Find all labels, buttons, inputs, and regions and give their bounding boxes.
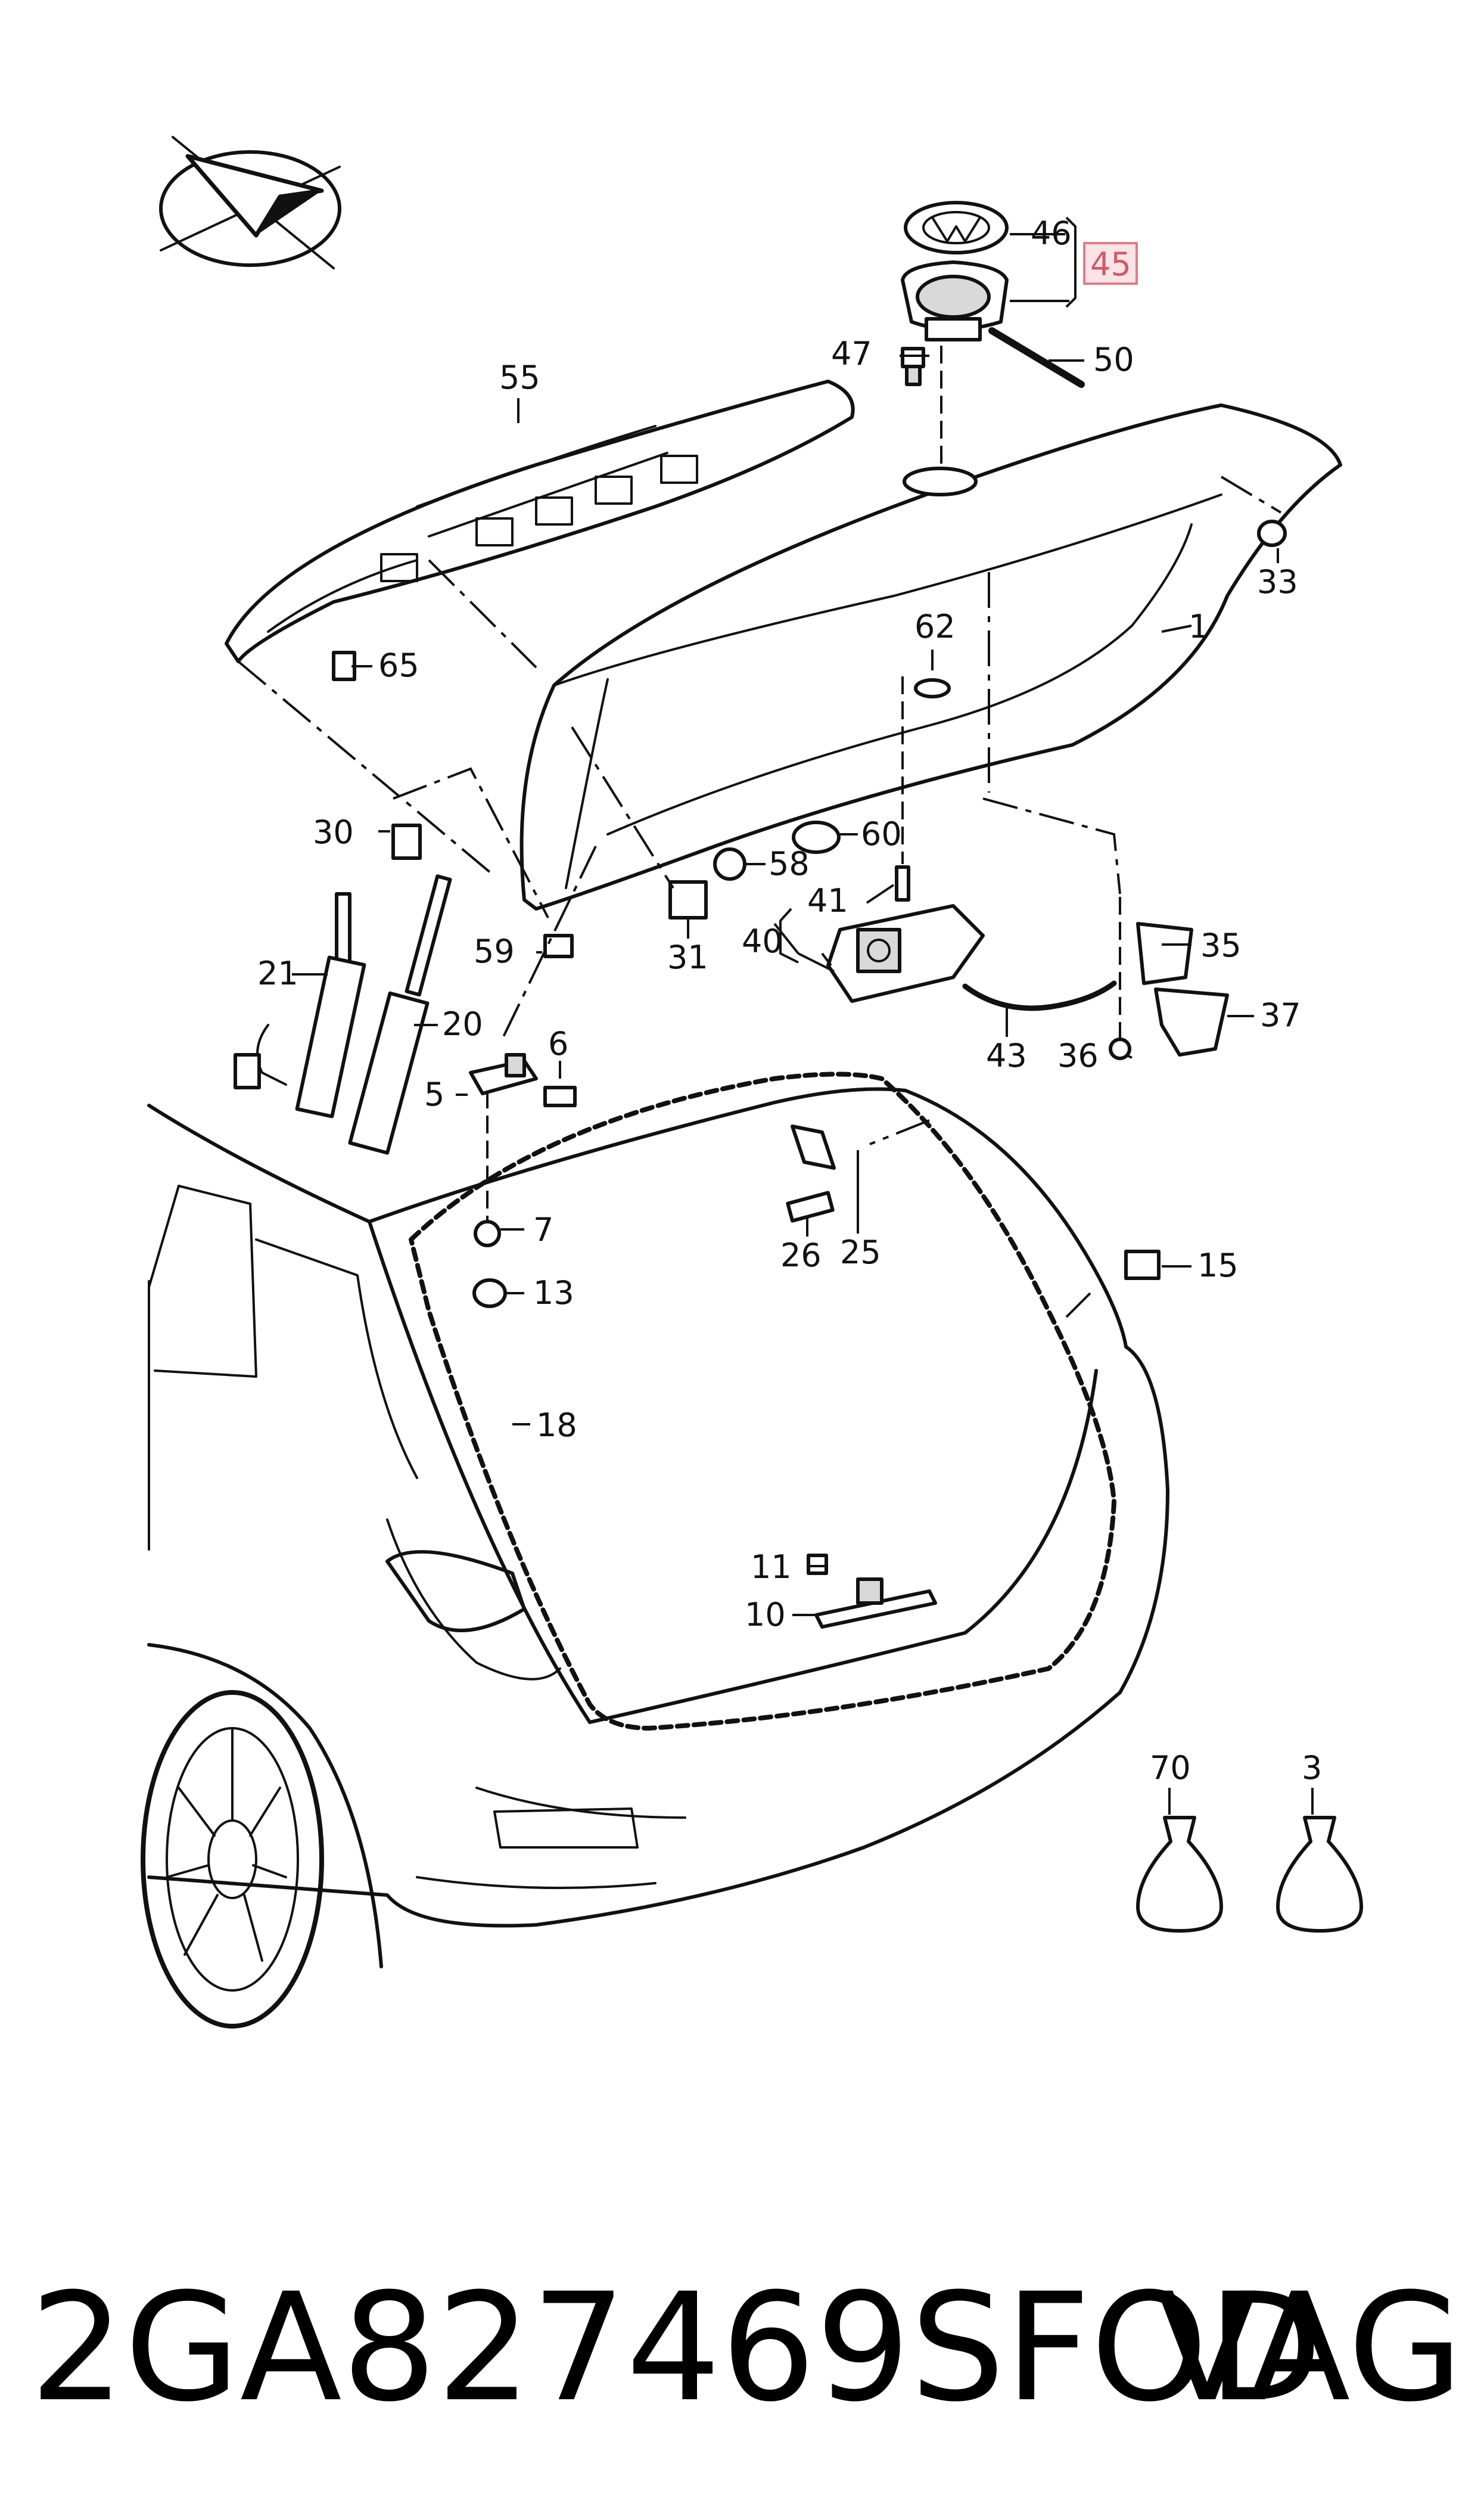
callout-31: 31 xyxy=(667,939,708,976)
bolt-6 xyxy=(543,1086,577,1107)
callout-5: 5 xyxy=(424,1076,444,1113)
callout-20: 20 xyxy=(442,1005,483,1043)
callout-60: 60 xyxy=(861,815,902,853)
cap-13 xyxy=(472,1278,507,1308)
callout-45[interactable]: 45 xyxy=(1090,246,1131,283)
paint-bottle-3 xyxy=(1276,1816,1363,1933)
callout-58: 58 xyxy=(769,845,810,883)
striker-10 xyxy=(814,1577,937,1629)
callout-35: 35 xyxy=(1200,927,1242,964)
grommet-62 xyxy=(914,678,951,698)
gas-strut-21 xyxy=(234,892,366,1119)
latch-35 xyxy=(1136,922,1193,985)
cap-33 xyxy=(1257,520,1287,547)
callout-41: 41 xyxy=(807,882,848,920)
callout-47: 47 xyxy=(831,335,872,372)
hinge-5 xyxy=(469,1053,538,1095)
callout-55: 55 xyxy=(499,359,540,396)
callout-40: 40 xyxy=(742,923,783,960)
callout-25: 25 xyxy=(840,1234,881,1271)
tailgate-1 xyxy=(519,403,1342,911)
callout-21: 21 xyxy=(257,955,298,992)
callout-11: 11 xyxy=(751,1548,792,1586)
view-direction-icon xyxy=(159,136,341,269)
latch-37 xyxy=(1154,987,1229,1057)
nut-11 xyxy=(807,1554,828,1575)
nut-7 xyxy=(474,1220,501,1247)
callout-62: 62 xyxy=(914,608,956,645)
callout-26: 26 xyxy=(780,1237,822,1274)
callout-50: 50 xyxy=(1093,341,1134,378)
brand-name: VAG xyxy=(1156,2261,1463,2434)
callout-18: 18 xyxy=(536,1406,577,1444)
callout-6: 6 xyxy=(548,1025,568,1063)
callout-13: 13 xyxy=(533,1274,574,1312)
bolt-47 xyxy=(901,347,925,386)
buffer-30 xyxy=(391,824,422,860)
callout-45-highlight xyxy=(1083,242,1138,285)
part-number: 2GA827469SFOD xyxy=(30,2261,1323,2434)
nut-58 xyxy=(713,847,746,881)
taillight xyxy=(385,1550,526,1632)
callout-37: 37 xyxy=(1260,996,1301,1034)
buffer-15 xyxy=(1124,1250,1161,1280)
callout-10: 10 xyxy=(745,1596,786,1633)
wheel xyxy=(141,1643,383,2029)
bracket-25 xyxy=(791,1125,836,1170)
vehicle-body xyxy=(147,1087,1169,1928)
spoiler-55 xyxy=(225,380,855,663)
bolt-26 xyxy=(786,1191,835,1223)
clip-65 xyxy=(332,651,356,681)
grommet-60 xyxy=(792,821,841,854)
callout-70: 70 xyxy=(1150,1749,1191,1787)
buffer-31 xyxy=(668,880,708,920)
emblem-46 xyxy=(904,201,1009,254)
callout-36: 36 xyxy=(1057,1037,1099,1074)
callout-30: 30 xyxy=(313,813,354,851)
callout-1: 1 xyxy=(1189,608,1209,645)
callout-59: 59 xyxy=(474,933,515,970)
bolt-59 xyxy=(543,934,574,958)
paint-bottle-70 xyxy=(1136,1816,1223,1933)
callout-33: 33 xyxy=(1257,563,1298,601)
tailgate-opening-seal-18 xyxy=(409,1071,1116,1731)
callout-46: 46 xyxy=(1031,215,1072,252)
emblem-handle-45 xyxy=(901,260,1009,341)
callout-15: 15 xyxy=(1197,1247,1239,1284)
lock-actuator-40 xyxy=(826,904,985,1003)
callout-43: 43 xyxy=(986,1037,1027,1074)
callout-7: 7 xyxy=(533,1211,553,1248)
callout-3: 3 xyxy=(1302,1749,1322,1787)
pin-41 xyxy=(895,865,910,902)
gas-strut-20 xyxy=(348,874,452,1155)
callout-65: 65 xyxy=(378,647,419,684)
